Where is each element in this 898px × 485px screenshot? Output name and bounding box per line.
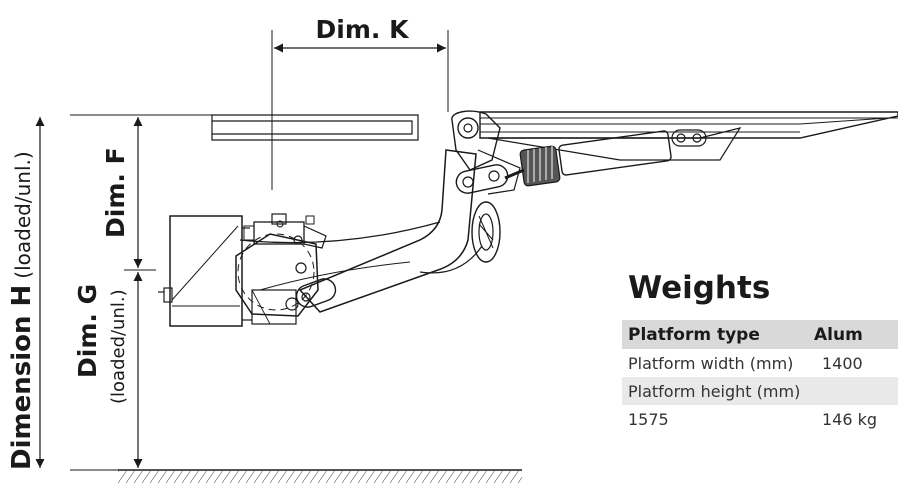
header-alum: Alum [808, 320, 898, 349]
cell-platform-height-value [808, 377, 898, 405]
hydraulic-cylinder [504, 130, 672, 187]
weights-section: Weights Platform type Alum Platform widt… [622, 270, 898, 433]
dim-f-label: Dim. F [101, 147, 130, 238]
dim-k-line [271, 30, 449, 190]
table-row: Platform width (mm) 1400 [622, 349, 898, 377]
dim-k-label: Dim. K [316, 15, 411, 44]
upper-bracket [243, 213, 327, 249]
weights-title: Weights [628, 270, 771, 306]
deployed-platform [479, 111, 898, 161]
dim-g-label: Dim. G [73, 284, 102, 378]
table-header-row: Platform type Alum [622, 320, 898, 349]
roller-wheel [471, 201, 501, 263]
weights-table: Platform type Alum Platform width (mm) 1… [622, 320, 898, 433]
cell-height-value: 1575 [628, 410, 669, 429]
cell-weight-value: 146 kg [822, 410, 878, 429]
dim-h-text: Dimension H (loaded/unl.) [7, 151, 37, 470]
ground [118, 469, 522, 483]
reference-lines [70, 114, 212, 471]
dim-g-sublabel: (loaded/unl.) [108, 289, 129, 404]
stowed-platform [211, 114, 419, 141]
table-row: Platform height (mm) [622, 377, 898, 405]
cell-platform-height-label: Platform height (mm) [622, 377, 808, 405]
table-row: 1575 146 kg [622, 405, 898, 433]
header-platform-type: Platform type [622, 320, 808, 349]
lift-arm [239, 149, 483, 313]
cam-body [235, 233, 337, 317]
cell-platform-width-label: Platform width (mm) [628, 354, 794, 373]
dim-h-label: Dimension H [7, 285, 37, 470]
dim-h-sublabel: (loaded/unl.) [11, 151, 35, 278]
cell-platform-width-value: 1400 [822, 354, 863, 373]
power-unit [158, 215, 297, 327]
